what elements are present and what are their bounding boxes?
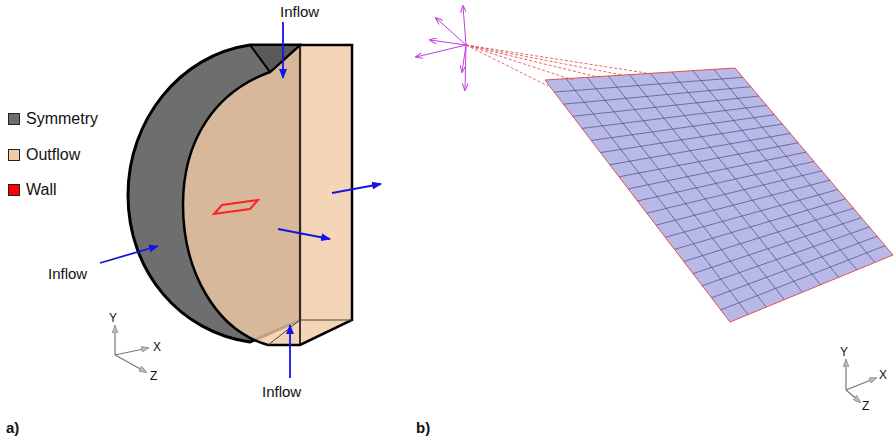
force-vector bbox=[416, 45, 466, 57]
flow-label: Inflow bbox=[48, 266, 87, 281]
mesh-line bbox=[564, 87, 751, 105]
legend-swatch bbox=[8, 149, 20, 161]
flow-arrow bbox=[100, 246, 158, 263]
axis-line bbox=[846, 390, 860, 402]
mesh-line bbox=[566, 79, 748, 315]
axis-label: Z bbox=[862, 400, 869, 412]
flow-arrow bbox=[278, 229, 330, 239]
mesh-line bbox=[675, 199, 846, 250]
flow-label: Inflow bbox=[280, 4, 319, 19]
legend-swatch bbox=[8, 184, 20, 196]
axis-label: X bbox=[879, 369, 887, 381]
legend-swatch bbox=[8, 113, 20, 125]
mesh-line bbox=[721, 246, 885, 310]
flow-arrow bbox=[282, 22, 284, 78]
flow-arrow bbox=[289, 325, 291, 378]
axis-triad bbox=[115, 326, 148, 372]
wall-body bbox=[214, 200, 258, 214]
axis-triad bbox=[846, 360, 876, 402]
force-vector bbox=[462, 45, 466, 72]
projection-line bbox=[466, 45, 646, 73]
mesh-line bbox=[651, 73, 821, 284]
projection-line bbox=[466, 45, 622, 75]
mesh-line bbox=[629, 75, 802, 293]
axis-line bbox=[845, 360, 846, 390]
edge-line bbox=[299, 45, 301, 345]
projection-line bbox=[466, 45, 598, 77]
outflow-face bbox=[183, 45, 352, 345]
legend-text: Outflow bbox=[26, 146, 80, 164]
axis-line bbox=[115, 348, 148, 355]
mesh-line bbox=[665, 190, 837, 238]
axis-line bbox=[115, 355, 146, 372]
force-vectors bbox=[416, 6, 466, 90]
projection-lines bbox=[466, 45, 646, 86]
legend-entry: Symmetry bbox=[8, 110, 98, 128]
axis-line bbox=[114, 326, 115, 355]
axis-label: X bbox=[153, 341, 161, 353]
force-vector bbox=[463, 6, 466, 45]
mesh-line bbox=[582, 105, 767, 128]
axis-label: Y bbox=[109, 312, 117, 324]
mesh-line bbox=[693, 71, 857, 270]
legend-text: Wall bbox=[26, 181, 57, 199]
mesh-line bbox=[702, 227, 869, 286]
mesh-surface bbox=[545, 68, 893, 322]
mesh-line bbox=[712, 236, 878, 297]
mesh-line bbox=[573, 96, 759, 116]
mesh-line bbox=[587, 77, 766, 307]
surface-mesh bbox=[545, 68, 893, 322]
legend-text: Symmetry bbox=[26, 110, 98, 128]
panel-letter: a) bbox=[6, 420, 19, 435]
mesh-line bbox=[672, 72, 839, 277]
force-vector bbox=[436, 18, 466, 45]
mesh-line bbox=[619, 143, 798, 177]
mesh-line bbox=[608, 76, 784, 300]
flow-arrow bbox=[332, 184, 381, 193]
edge-line bbox=[268, 320, 352, 345]
mesh-line bbox=[601, 124, 783, 153]
top-face bbox=[250, 45, 300, 72]
axis-label: Z bbox=[150, 370, 157, 382]
mesh-line bbox=[714, 69, 875, 262]
legend-entry: Outflow bbox=[8, 146, 80, 164]
domain-figure bbox=[128, 45, 352, 345]
mesh-line bbox=[610, 133, 791, 164]
legend-entry: Wall bbox=[8, 181, 57, 199]
flow-label: Inflow bbox=[262, 384, 301, 399]
axis-line bbox=[846, 378, 876, 390]
panel-letter: b) bbox=[416, 420, 430, 435]
flow-arrows bbox=[100, 22, 381, 378]
force-vector bbox=[430, 40, 466, 45]
mesh-line bbox=[656, 180, 830, 225]
mesh-line bbox=[638, 162, 815, 202]
axis-label: Y bbox=[840, 346, 848, 358]
